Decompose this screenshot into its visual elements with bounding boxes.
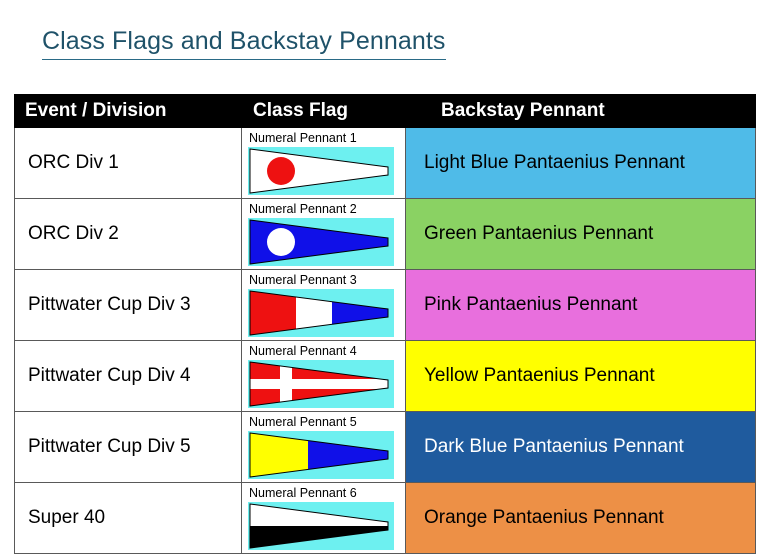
numeral-pennant-6-icon <box>248 502 394 550</box>
numeral-pennant-3-icon <box>248 289 394 337</box>
table-row: Pittwater Cup Div 5 Numeral Pennant 5 <box>14 411 756 483</box>
event-division-cell: ORC Div 2 <box>14 198 242 270</box>
column-header-backstay-pennant: Backstay Pennant <box>405 94 756 128</box>
backstay-pennant-cell: Orange Pantaenius Pennant <box>405 482 756 554</box>
class-flag-cell: Numeral Pennant 4 <box>241 340 406 412</box>
numeral-pennant-5-icon <box>248 431 394 479</box>
column-header-class-flag: Class Flag <box>241 94 406 128</box>
flag-label: Numeral Pennant 4 <box>249 344 357 358</box>
table-row: Super 40 Numeral Pennant 6 <box>14 482 756 554</box>
table-row: ORC Div 2 Numeral Pennant 2 Green Pantae… <box>14 198 756 270</box>
class-flag-cell: Numeral Pennant 3 <box>241 269 406 341</box>
flag-label: Numeral Pennant 5 <box>249 415 357 429</box>
event-division-cell: ORC Div 1 <box>14 127 242 199</box>
backstay-pennant-cell: Pink Pantaenius Pennant <box>405 269 756 341</box>
numeral-pennant-4-icon <box>248 360 394 408</box>
flag-label: Numeral Pennant 2 <box>249 202 357 216</box>
table-row: Pittwater Cup Div 3 Numeral Pennant 3 <box>14 269 756 341</box>
table-header-row: Event / Division Class Flag Backstay Pen… <box>14 94 756 128</box>
table-row: Pittwater Cup Div 4 Numeral Pennant 4 <box>14 340 756 412</box>
numeral-pennant-1-icon <box>248 147 394 195</box>
event-division-cell: Pittwater Cup Div 4 <box>14 340 242 412</box>
class-flag-cell: Numeral Pennant 2 <box>241 198 406 270</box>
backstay-pennant-cell: Light Blue Pantaenius Pennant <box>405 127 756 199</box>
flag-label: Numeral Pennant 6 <box>249 486 357 500</box>
class-flag-cell: Numeral Pennant 6 <box>241 482 406 554</box>
backstay-pennant-cell: Green Pantaenius Pennant <box>405 198 756 270</box>
table-row: ORC Div 1 Numeral Pennant 1 Light Blue P… <box>14 127 756 199</box>
backstay-pennant-cell: Yellow Pantaenius Pennant <box>405 340 756 412</box>
page-title: Class Flags and Backstay Pennants <box>42 26 446 61</box>
backstay-pennant-cell: Dark Blue Pantaenius Pennant <box>405 411 756 483</box>
event-division-cell: Pittwater Cup Div 5 <box>14 411 242 483</box>
class-flags-table: Event / Division Class Flag Backstay Pen… <box>14 94 756 554</box>
event-division-cell: Pittwater Cup Div 3 <box>14 269 242 341</box>
column-header-event: Event / Division <box>14 94 242 128</box>
numeral-pennant-2-icon <box>248 218 394 266</box>
class-flag-cell: Numeral Pennant 1 <box>241 127 406 199</box>
event-division-cell: Super 40 <box>14 482 242 554</box>
class-flag-cell: Numeral Pennant 5 <box>241 411 406 483</box>
flag-label: Numeral Pennant 1 <box>249 131 357 145</box>
flag-label: Numeral Pennant 3 <box>249 273 357 287</box>
